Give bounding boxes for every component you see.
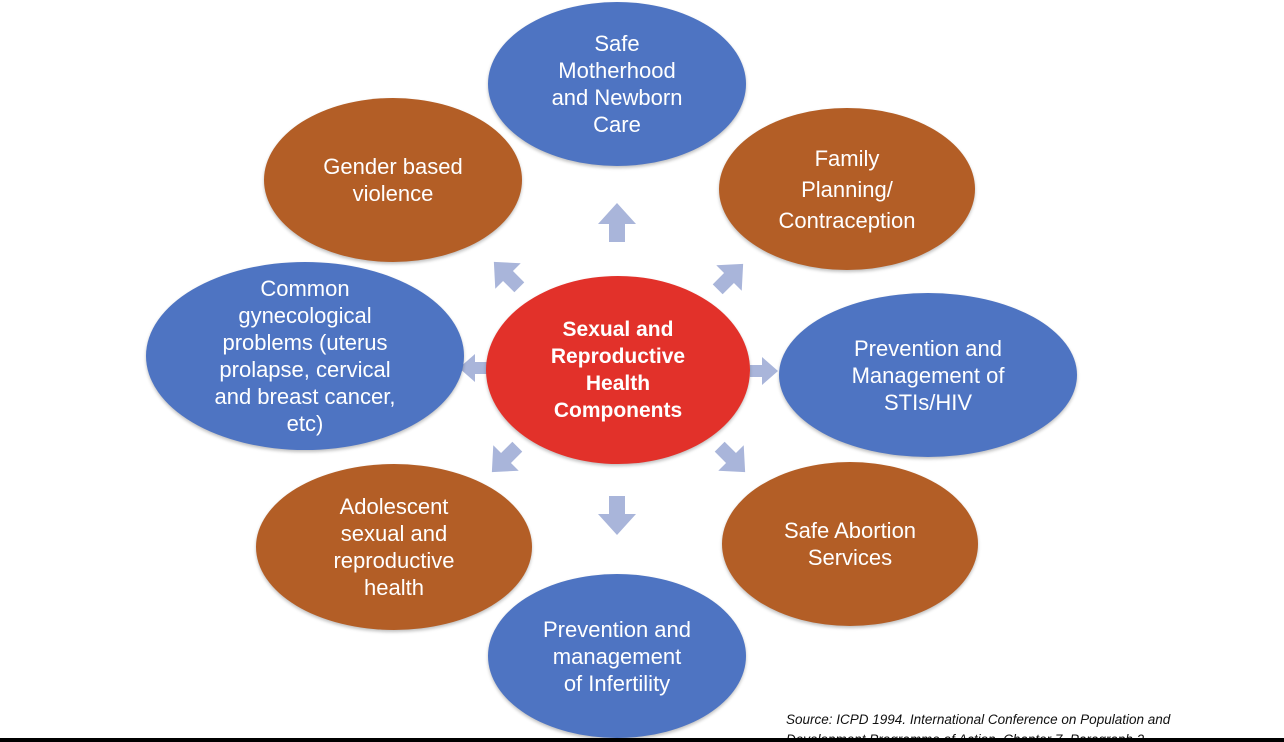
arrow-right-icon [750, 357, 778, 385]
node-label: Safe Abortion Services [783, 518, 917, 570]
node-adolescent: Adolescent sexual and reproductive healt… [256, 464, 532, 630]
arrow-shape [712, 263, 744, 295]
node-label: Adolescent sexual and reproductive healt… [333, 494, 455, 600]
node-label: Family Planning/ Contraception [778, 145, 916, 233]
node-stis-hiv: Prevention and Management of STIs/HIV [779, 293, 1077, 457]
node-label: Safe Motherhood and Newborn Care [551, 31, 683, 137]
node-label: Gender based violence [323, 154, 463, 206]
node-infertility: Prevention and management of Infertility [488, 574, 746, 738]
node-label: Common gynecological problems (uterus pr… [214, 276, 396, 436]
node-label: Prevention and management of Infertility [543, 616, 691, 696]
arrow-down-right-icon [714, 441, 746, 473]
arrow-shape [598, 203, 636, 242]
arrow-up-left-icon [493, 261, 525, 293]
node-safe-abortion: Safe Abortion Services [722, 462, 978, 626]
center-label: Sexual and Reproductive Health Component… [550, 318, 686, 422]
arrow-up-right-icon [712, 263, 744, 295]
arrow-shape [493, 261, 525, 293]
node-safe-motherhood: Safe Motherhood and Newborn Care [488, 2, 746, 166]
node-label: Prevention and Management of STIs/HIV [851, 335, 1005, 415]
node-gynecological: Common gynecological problems (uterus pr… [146, 262, 464, 450]
arrow-down-icon [598, 496, 636, 535]
arrow-shape [714, 441, 746, 473]
node-family-planning: Family Planning/ Contraception [719, 108, 975, 270]
arrow-up-icon [598, 203, 636, 242]
arrow-left-icon [459, 354, 487, 382]
arrow-shape [459, 354, 487, 382]
source-citation: Source: ICPD 1994. International Confere… [786, 712, 1171, 742]
bottom-border [0, 738, 1284, 742]
node-gender-violence: Gender based violence [264, 98, 522, 262]
arrow-shape [598, 496, 636, 535]
node-center: Sexual and Reproductive Health Component… [486, 276, 750, 464]
arrow-shape [491, 441, 523, 473]
arrow-shape [750, 357, 778, 385]
arrow-down-left-icon [491, 441, 523, 473]
